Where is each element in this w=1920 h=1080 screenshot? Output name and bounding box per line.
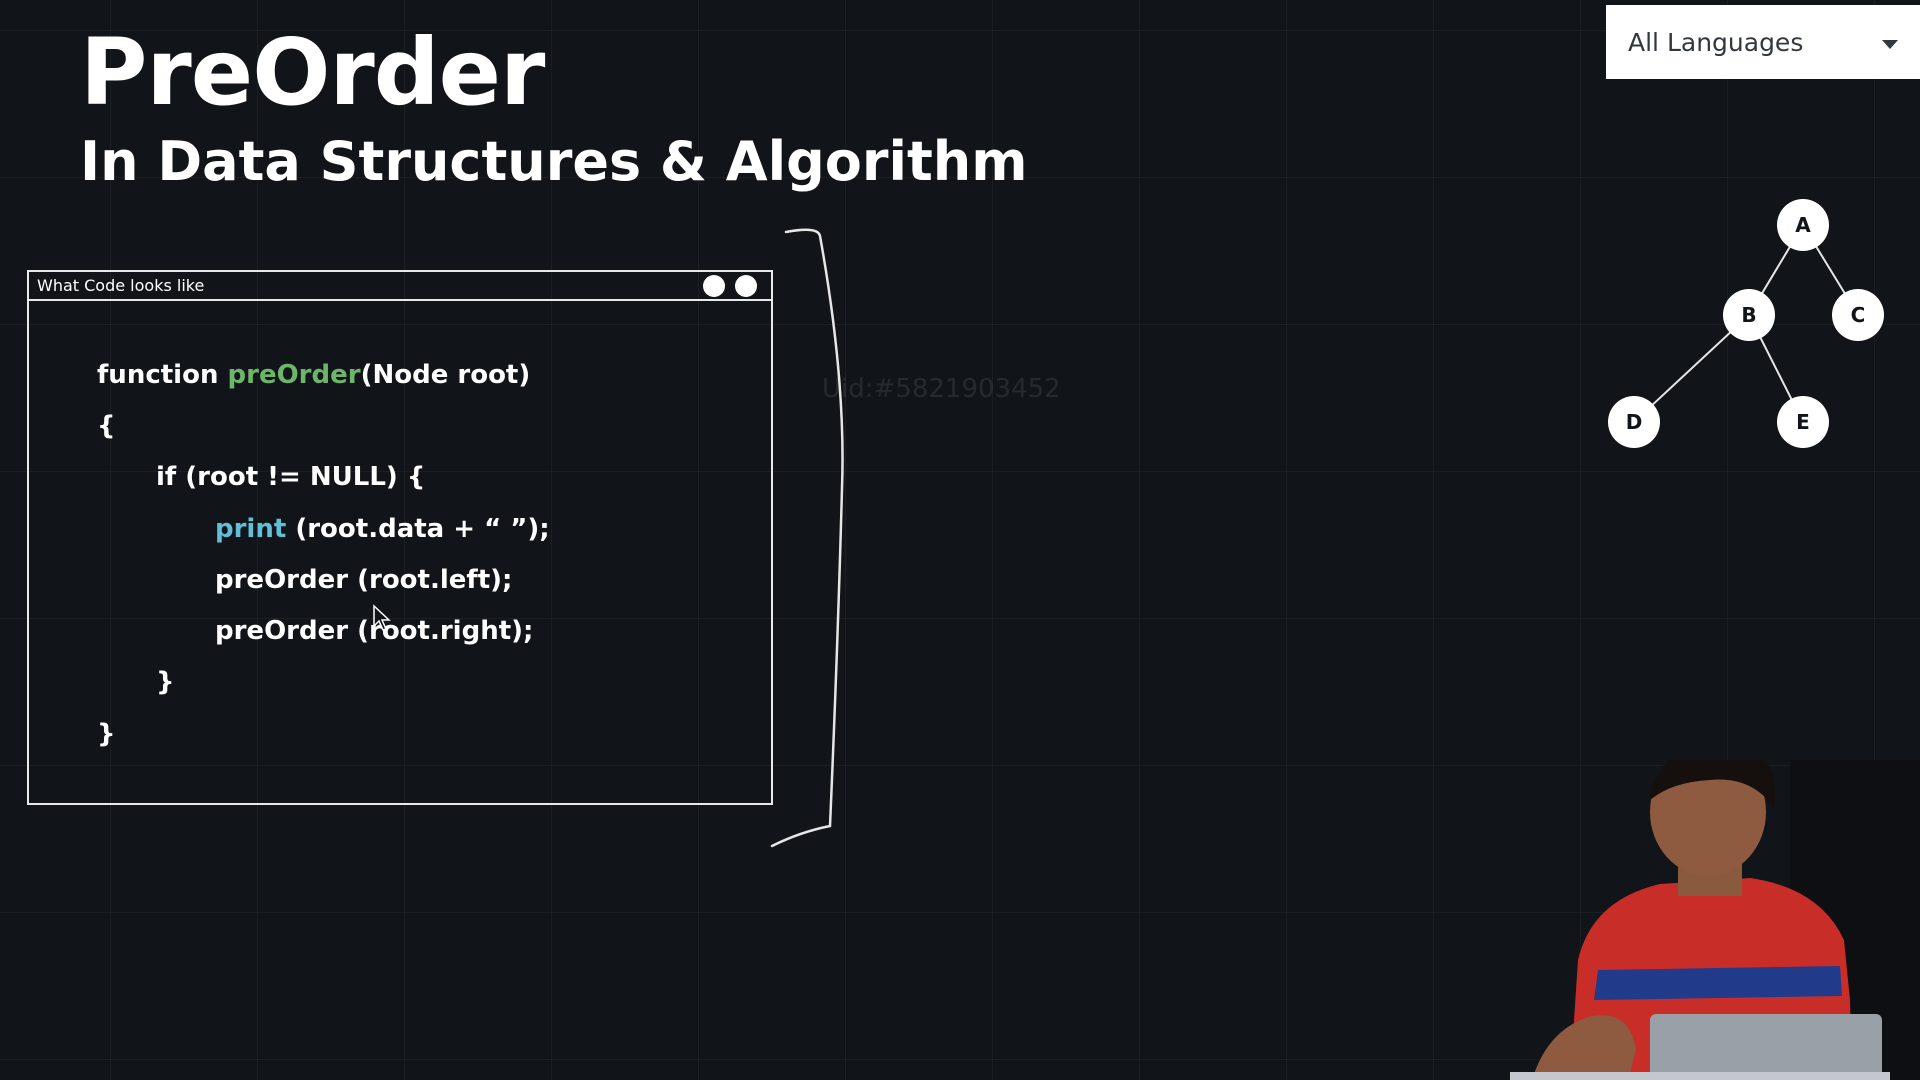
language-select-value: All Languages	[1628, 27, 1804, 57]
tree-edge	[1633, 314, 1750, 423]
curly-brace-drawing	[770, 228, 844, 848]
tree-node-circle	[1777, 396, 1829, 448]
code-text: {	[97, 411, 116, 441]
code-text: }	[97, 719, 116, 749]
code-text: preOrder (root.right);	[215, 616, 534, 646]
chevron-down-icon[interactable]	[1882, 39, 1898, 49]
tree-node-circle	[1777, 199, 1829, 251]
presenter-video	[1510, 760, 1920, 1080]
tree-node-label: B	[1741, 303, 1756, 327]
tree-node: C	[1832, 289, 1884, 341]
tree-node-circle	[1608, 396, 1660, 448]
code-line: }	[156, 667, 175, 697]
tree-node-circle	[1723, 289, 1775, 341]
tree-node: E	[1777, 396, 1829, 448]
tree-node-label: A	[1795, 213, 1811, 237]
tree-node: D	[1608, 396, 1660, 448]
page-title: PreOrder	[80, 19, 545, 126]
tree-node-label: C	[1851, 303, 1866, 327]
code-text: function	[97, 360, 228, 390]
window-controls	[703, 274, 757, 297]
code-line: {	[97, 411, 116, 441]
mouse-cursor-icon	[373, 604, 391, 631]
uid-watermark: Uid:#5821903452	[822, 374, 1061, 404]
code-window-titlebar: What Code looks like	[29, 272, 771, 301]
tree-node-label: E	[1796, 410, 1810, 434]
code-window: What Code looks like function preOrder(N…	[27, 270, 773, 805]
code-text: if (root != NULL) {	[156, 462, 426, 492]
binary-tree-diagram: A B C D E	[1608, 199, 1884, 448]
code-line: function preOrder(Node root)	[97, 360, 530, 390]
code-text: preOrder (root.left);	[215, 565, 513, 595]
presenter-hair	[1650, 760, 1775, 808]
code-line: }	[97, 719, 116, 749]
code-text: (Node root)	[360, 360, 531, 390]
code-line: preOrder (root.right);	[215, 616, 533, 646]
code-line: if (root != NULL) {	[156, 462, 425, 492]
window-dot-icon[interactable]	[703, 274, 725, 297]
laptop-icon	[1650, 1014, 1882, 1080]
tree-node: A	[1777, 199, 1829, 251]
presenter-shirt-stripe	[1594, 966, 1842, 1000]
code-window-title: What Code looks like	[37, 276, 205, 295]
window-dot-icon[interactable]	[735, 274, 757, 297]
tree-node-label: D	[1626, 410, 1643, 434]
code-line: preOrder (root.left);	[215, 565, 512, 595]
tree-node: B	[1723, 289, 1775, 341]
code-text: }	[156, 667, 175, 697]
code-text: (root.data + “ ”);	[286, 514, 550, 544]
code-block: function preOrder(Node root) { if (root !=…	[29, 272, 771, 803]
tree-node-circle	[1832, 289, 1884, 341]
code-line: print (root.data + “ ”);	[215, 514, 550, 544]
code-keyword: preOrder	[227, 360, 361, 390]
page-subtitle: In Data Structures & Algorithm	[80, 130, 1028, 193]
code-keyword: print	[215, 514, 287, 544]
presenter-head	[1650, 760, 1766, 876]
language-select[interactable]: All Languages	[1606, 5, 1920, 79]
